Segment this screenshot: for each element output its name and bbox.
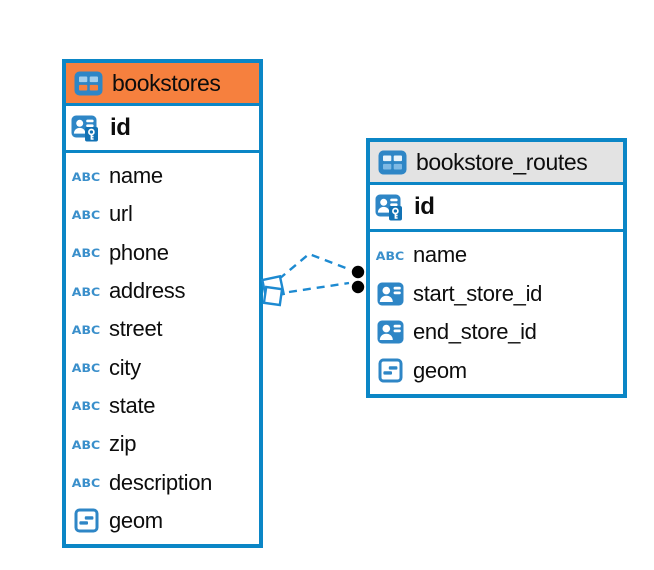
many-end-diamond-marker [260,274,286,307]
primary-key-icon [71,114,101,142]
column-row-pk[interactable]: id [66,106,259,153]
column-name: street [109,316,163,342]
foreign-key-icon [375,320,405,344]
table-header-bookstore-routes[interactable]: bookstore_routes [370,142,623,185]
column-row[interactable]: end_store_id [370,313,623,352]
column-row[interactable]: ABC zip [66,425,259,463]
column-row[interactable]: ABC street [66,310,259,348]
column-row[interactable]: ABC description [66,463,259,501]
column-name: start_store_id [413,280,543,306]
text-type-icon: ABC [71,475,101,490]
column-name: name [109,163,163,189]
foreign-key-icon [375,282,405,306]
column-name: name [413,242,467,268]
geometry-type-icon [71,508,101,533]
column-row[interactable]: ABC name [66,157,259,195]
text-type-icon: ABC [71,245,101,260]
text-type-icon: ABC [71,322,101,337]
column-row[interactable]: ABC url [66,195,259,233]
column-row[interactable]: ABC city [66,348,259,386]
column-name: end_store_id [413,319,537,345]
column-row[interactable]: start_store_id [370,275,623,314]
one-end-dot-marker [350,264,366,280]
column-name: id [414,193,435,220]
relationship-line-2[interactable] [288,281,350,294]
column-name: geom [413,357,467,383]
table-bookstores[interactable]: bookstores id ABC name [62,59,263,548]
text-type-icon: ABC [71,360,101,375]
column-list: ABC name ABC url ABC phone ABC address A… [66,153,259,544]
primary-key-icon [375,193,405,221]
text-type-icon: ABC [71,207,101,222]
one-end-dot-marker [350,279,366,295]
relationship-line-1[interactable] [278,252,352,280]
column-row[interactable]: geom [66,502,259,540]
column-name: id [110,114,131,141]
table-icon [377,150,407,175]
column-row[interactable]: ABC name [370,236,623,275]
column-name: phone [109,239,169,265]
column-row[interactable]: ABC address [66,272,259,310]
text-type-icon: ABC [71,437,101,452]
geometry-type-icon [375,358,405,383]
column-name: address [109,278,186,304]
text-type-icon: ABC [71,169,101,184]
table-icon [73,71,103,96]
column-row-pk[interactable]: id [370,185,623,232]
column-name: state [109,392,156,418]
column-list: ABC name start_store_id [370,232,623,394]
column-name: description [109,469,213,495]
text-type-icon: ABC [71,398,101,414]
table-bookstore-routes[interactable]: bookstore_routes id ABC name [366,138,627,398]
column-name: geom [109,507,163,533]
text-type-icon: ABC [71,283,101,299]
column-row[interactable]: geom [370,352,623,391]
column-name: url [109,201,133,227]
table-title: bookstores [112,69,221,96]
column-row[interactable]: ABC phone [66,234,259,272]
text-type-icon: ABC [375,248,405,263]
column-name: city [109,354,141,380]
table-title: bookstore_routes [416,148,588,175]
column-row[interactable]: ABC state [66,387,259,425]
column-name: zip [109,431,137,457]
table-header-bookstores[interactable]: bookstores [66,63,259,106]
